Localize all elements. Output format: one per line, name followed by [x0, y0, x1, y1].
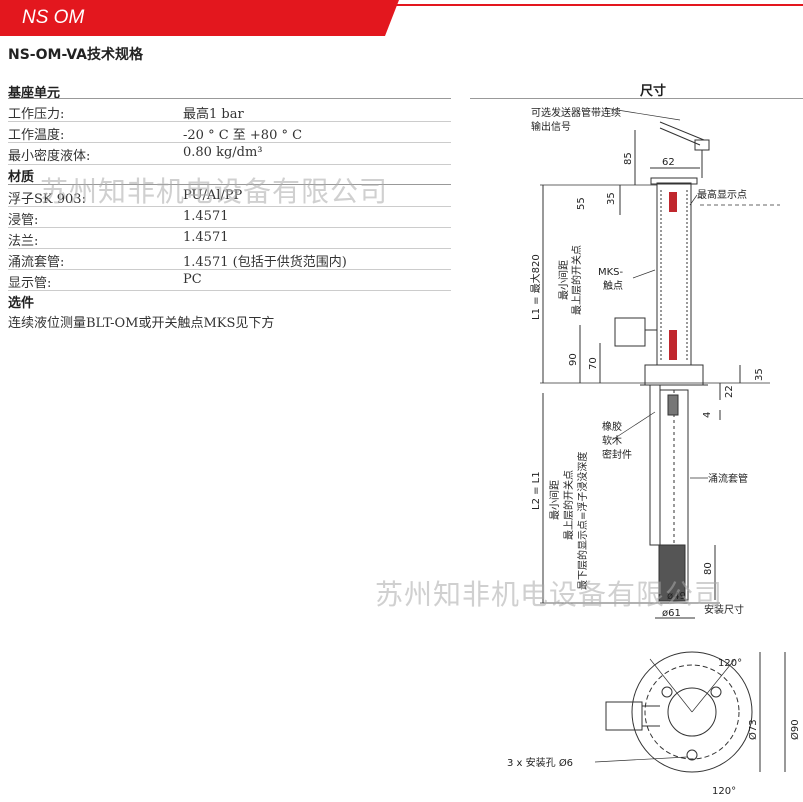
dim-62: 62 — [662, 157, 675, 168]
base-unit-heading: 基座单元 — [8, 86, 61, 101]
watermark: 苏州知非机电设备有限公司 — [375, 578, 724, 611]
l2-note-1: 最小间距 — [548, 480, 561, 520]
l2-note-3: 最下层的显示点=浮子浸没深度 — [576, 452, 589, 590]
options-heading: 选件 — [8, 296, 35, 311]
watermark: 苏州知非机电设备有限公司 — [40, 175, 389, 208]
dim-22: 22 — [724, 385, 735, 398]
dim-35b: 35 — [754, 368, 765, 381]
dim-4: 4 — [702, 412, 713, 418]
l1-note-1: 最小间距 — [557, 260, 570, 300]
rubber-label-3: 密封件 — [602, 448, 632, 461]
dim-73: Ø73 — [747, 719, 759, 740]
signal-label-1: 可选发送器管带连续 — [531, 106, 621, 119]
rubber-label-1: 橡胶 — [602, 420, 622, 433]
dim-70: 70 — [588, 357, 599, 370]
dimensions-heading: 尺寸 — [640, 84, 667, 99]
divider — [470, 98, 803, 99]
angle-120-top: 120° — [718, 658, 742, 669]
dim-85: 85 — [623, 152, 634, 165]
l1-note-2: 最上层的开关点 — [570, 245, 583, 315]
l2-label: L2 = L1 — [531, 471, 542, 510]
dim-90: 90 — [568, 353, 579, 366]
l2-note-2: 最上层的开关点 — [562, 470, 575, 540]
header-bar — [0, 0, 399, 36]
dim-55: 55 — [576, 197, 587, 210]
document-title: NS-OM-VA技术规格 — [8, 47, 143, 63]
brand-title: NS OM — [22, 7, 85, 28]
dim-49: ø49 — [667, 591, 686, 602]
options-text: 连续液位测量BLT-OM或开关触点MKS见下方 — [8, 316, 275, 331]
divider — [8, 98, 451, 99]
surge-label: 涌流套管 — [708, 472, 748, 485]
header-line — [385, 4, 803, 6]
l1-label: L1 = 最大820 — [529, 254, 542, 320]
dim-80: 80 — [703, 562, 714, 575]
divider — [8, 184, 451, 185]
signal-label-2: 输出信号 — [531, 120, 571, 133]
mks-label-2: 触点 — [603, 279, 623, 292]
install-label: 安装尺寸 — [704, 603, 744, 616]
dim-61: ø61 — [662, 608, 681, 619]
dim-35a: 35 — [606, 192, 617, 205]
top-display-label: 最高显示点 — [697, 188, 747, 201]
dim-90c: Ø90 — [789, 719, 801, 740]
holes-label: 3 x 安装孔 Ø6 — [507, 756, 573, 769]
angle-120-bottom: 120° — [712, 786, 736, 797]
material-heading: 材质 — [8, 170, 35, 185]
rubber-label-2: 软木 — [602, 434, 622, 447]
mks-label-1: MKS- — [598, 267, 624, 278]
